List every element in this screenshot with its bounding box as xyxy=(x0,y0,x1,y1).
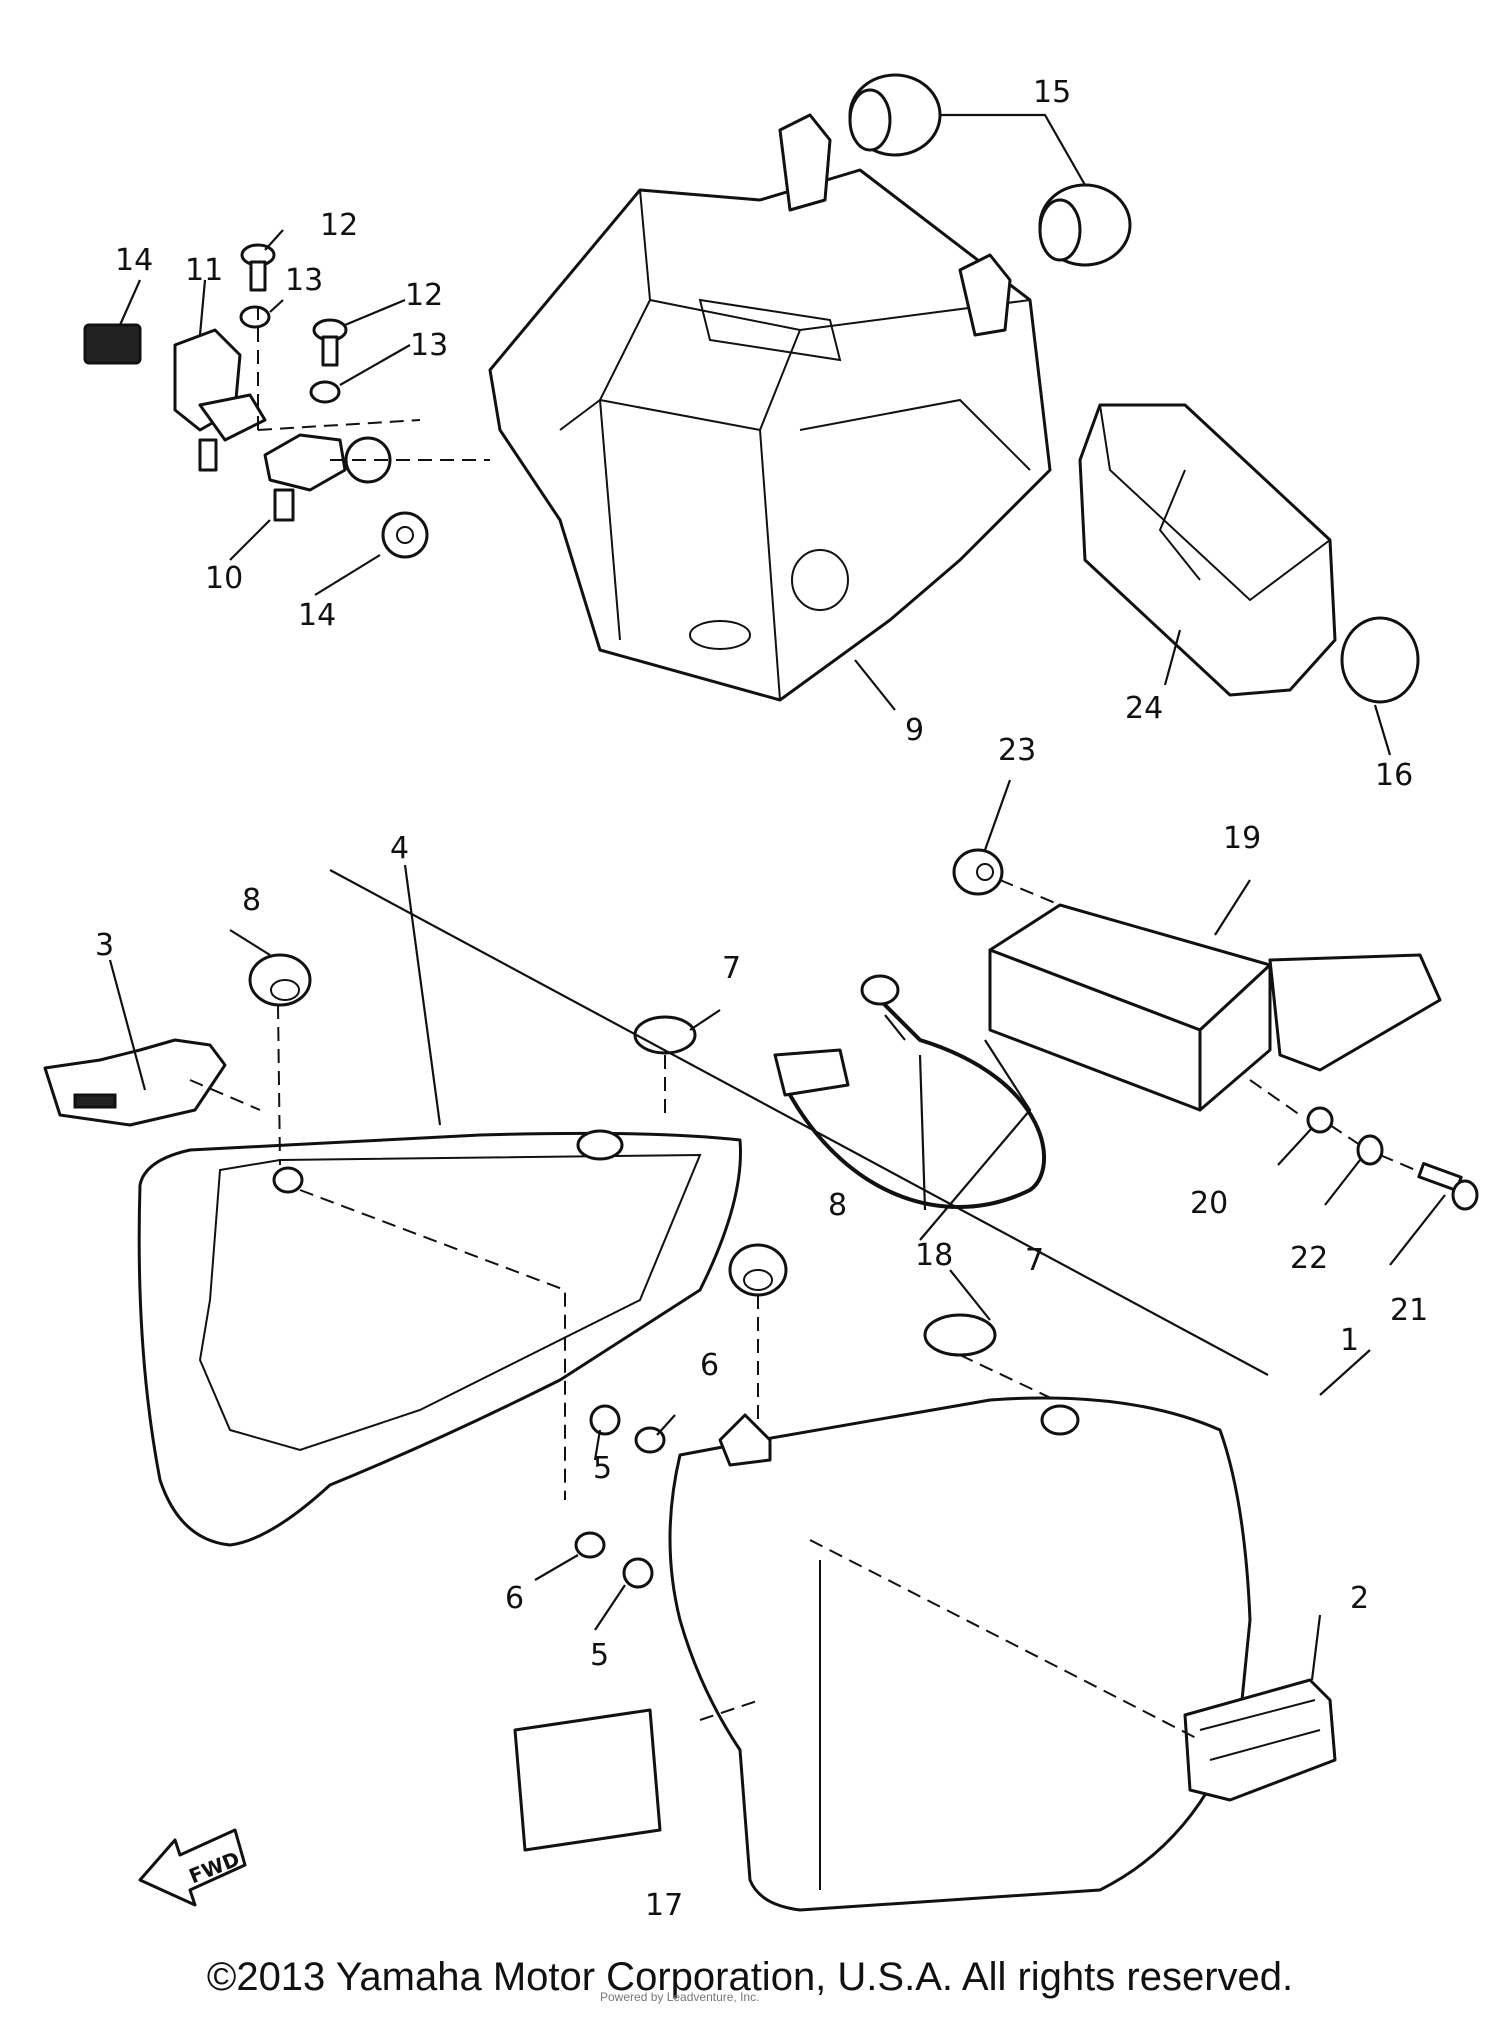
washer-13-lower[interactable] xyxy=(309,380,341,404)
bracket-10[interactable] xyxy=(263,433,392,522)
nut-5-lower[interactable] xyxy=(622,1557,654,1589)
grommet-7-upper[interactable] xyxy=(633,1015,697,1055)
part-label-9: 9 xyxy=(905,713,924,748)
nut-20[interactable] xyxy=(1306,1106,1334,1134)
side-cover-4[interactable] xyxy=(137,1129,742,1547)
emblem-2[interactable] xyxy=(1183,1678,1337,1802)
wire-harness-18[interactable] xyxy=(773,974,1047,1210)
grommet-15-upper[interactable] xyxy=(848,73,942,157)
case-19[interactable] xyxy=(988,903,1442,1112)
part-label-13a: 13 xyxy=(285,263,323,298)
bolt-12-upper[interactable] xyxy=(240,243,276,292)
washer-22[interactable] xyxy=(1356,1134,1384,1166)
fwd-arrow-icon: FWD xyxy=(138,1828,247,1907)
part-label-2: 2 xyxy=(1350,1581,1369,1616)
part-label-7a: 7 xyxy=(722,951,741,986)
side-cover-1[interactable] xyxy=(668,1396,1252,1912)
grommet-8-left[interactable] xyxy=(248,953,312,1007)
part-label-7b: 7 xyxy=(1025,1243,1044,1278)
part-label-11: 11 xyxy=(185,253,223,288)
part-label-6b: 6 xyxy=(505,1581,524,1616)
part-label-8a: 8 xyxy=(242,883,261,918)
part-label-3: 3 xyxy=(95,928,114,963)
part-label-8b: 8 xyxy=(828,1188,847,1223)
watermark-text: Powered by Leadventure, Inc. xyxy=(600,1990,760,2004)
part-label-23: 23 xyxy=(998,733,1036,768)
part-label-21: 21 xyxy=(1390,1293,1428,1328)
part-label-14a: 14 xyxy=(115,243,153,278)
damper-14-lower[interactable] xyxy=(381,511,429,559)
nut-5-upper[interactable] xyxy=(589,1404,621,1436)
part-label-20: 20 xyxy=(1190,1186,1228,1221)
bolt-21[interactable] xyxy=(1417,1162,1479,1211)
part-label-5b: 5 xyxy=(590,1638,609,1673)
part-label-10: 10 xyxy=(205,561,243,596)
washer-13-upper[interactable] xyxy=(239,305,271,329)
part-label-12b: 12 xyxy=(405,278,443,313)
bolt-12-lower[interactable] xyxy=(312,318,348,367)
part-label-18: 18 xyxy=(915,1238,953,1273)
collar-6-lower[interactable] xyxy=(574,1531,606,1559)
part-label-4: 4 xyxy=(390,831,409,866)
battery-band-16[interactable] xyxy=(1340,616,1420,704)
emblem-3[interactable] xyxy=(43,1038,227,1127)
part-label-19: 19 xyxy=(1223,821,1261,856)
part-label-22: 22 xyxy=(1290,1241,1328,1276)
copyright-notice: ©2013 Yamaha Motor Corporation, U.S.A. A… xyxy=(206,1955,1294,1999)
battery-24[interactable] xyxy=(1078,403,1337,697)
holder-11[interactable] xyxy=(173,328,267,472)
grommet-8-right[interactable] xyxy=(728,1243,788,1297)
part-label-24: 24 xyxy=(1125,691,1163,726)
label-17[interactable] xyxy=(513,1708,662,1852)
part-label-16: 16 xyxy=(1375,758,1413,793)
part-label-6a: 6 xyxy=(700,1348,719,1383)
grommet-15-lower[interactable] xyxy=(1038,183,1132,267)
damper-14-upper[interactable] xyxy=(83,323,142,365)
part-label-17: 17 xyxy=(645,1888,683,1923)
part-label-12a: 12 xyxy=(320,208,358,243)
grommet-7-lower[interactable] xyxy=(923,1313,997,1357)
part-label-5a: 5 xyxy=(593,1451,612,1486)
part-label-13b: 13 xyxy=(410,328,448,363)
part-label-1: 1 xyxy=(1340,1323,1359,1358)
part-label-14b: 14 xyxy=(298,598,336,633)
grommet-23[interactable] xyxy=(952,848,1004,896)
part-label-15: 15 xyxy=(1033,75,1071,110)
battery-box[interactable] xyxy=(488,113,1052,702)
